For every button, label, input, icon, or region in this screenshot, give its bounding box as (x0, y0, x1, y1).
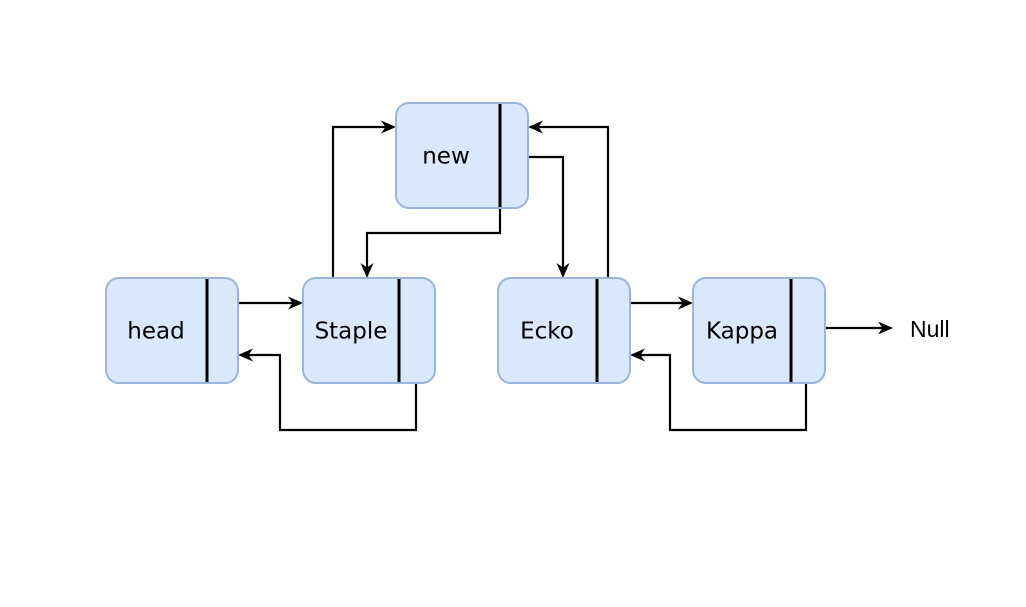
edges-layer (238, 120, 893, 432)
terminal-label-null-terminator: Null (910, 316, 950, 342)
node-staple[interactable]: Staple (302, 277, 436, 384)
node-kappa[interactable]: Kappa (692, 277, 826, 384)
arrowhead-icon (528, 120, 543, 134)
node-label: head (127, 319, 184, 345)
node-label: new (422, 144, 470, 170)
node-label: Ecko (520, 319, 574, 345)
arrowhead-icon (238, 348, 253, 362)
edge-new-next-to-staple (360, 208, 502, 278)
edge-kappa-to-ecko-back (630, 348, 808, 432)
arrowhead-icon (678, 296, 693, 310)
edge-line (365, 208, 502, 270)
edge-staple-to-head-back (238, 348, 418, 432)
node-ecko[interactable]: Ecko (497, 277, 631, 384)
terminals-layer: Null (910, 316, 950, 342)
edge-line (528, 155, 565, 270)
node-box[interactable] (302, 277, 436, 384)
edge-line (638, 353, 808, 432)
arrowhead-icon (381, 120, 396, 134)
node-label: Kappa (706, 319, 778, 345)
edge-new-to-ecko (528, 155, 570, 278)
edge-ecko-to-kappa (630, 296, 693, 310)
edge-staple-prev-to-new (331, 120, 396, 278)
edge-kappa-to-null (825, 321, 893, 335)
nodes-layer: head Staple Ecko Kappa new (105, 102, 826, 384)
node-head[interactable]: head (105, 277, 239, 384)
node-box[interactable] (105, 277, 239, 384)
edge-line (331, 125, 388, 278)
node-label: Staple (315, 319, 388, 345)
arrowhead-icon (360, 263, 374, 278)
arrowhead-icon (630, 348, 645, 362)
edge-line (246, 353, 418, 432)
arrowhead-icon (878, 321, 893, 335)
arrowhead-icon (288, 296, 303, 310)
edge-head-to-staple (238, 296, 303, 310)
node-box[interactable] (395, 102, 529, 209)
node-new[interactable]: new (395, 102, 529, 209)
edge-line (536, 125, 610, 278)
edge-ecko-prev-to-new (528, 120, 610, 278)
arrowhead-icon (556, 263, 570, 278)
